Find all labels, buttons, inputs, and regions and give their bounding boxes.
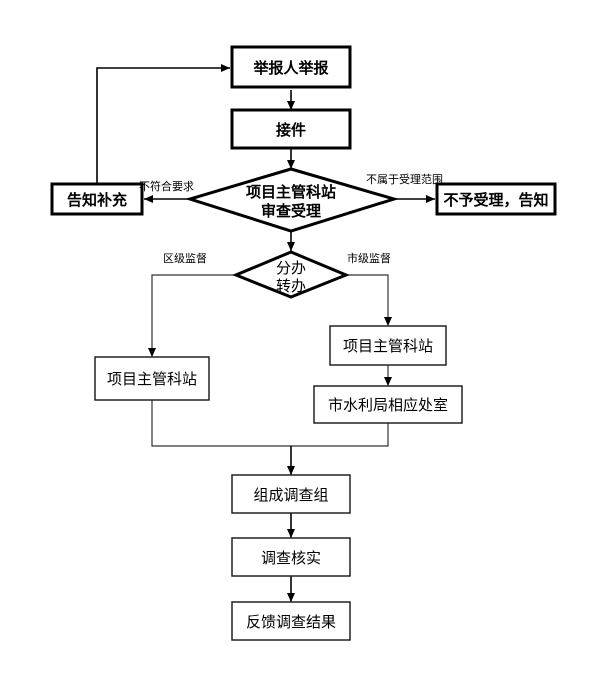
node-report-label: 举报人举报 (252, 59, 328, 77)
node-assign-label-2: 转办 (276, 277, 306, 295)
edge-supplement-back-to-report (96, 64, 230, 184)
node-verify-box (231, 537, 351, 577)
edge-assign-to-city (346, 274, 392, 326)
edge-bureau-merge (291, 423, 389, 447)
node-city-station-box (329, 325, 447, 366)
node-review-label-1: 项目主管科站 (246, 183, 336, 201)
node-district-station-box (94, 356, 210, 401)
edge-label-not-compliant: 不符合要求 (139, 179, 194, 193)
node-supplement-box (50, 182, 144, 216)
node-feedback-label: 反馈调查结果 (246, 613, 336, 631)
node-reject-box (435, 182, 557, 216)
node-feedback-box (231, 601, 351, 641)
edge-label-out-of-scope: 不属于受理范围 (366, 172, 443, 186)
node-report-box (230, 45, 352, 89)
node-reject-label: 不予受理，告知 (443, 191, 548, 209)
node-review-diamond (184, 167, 400, 233)
node-form-group-label: 组成调查组 (253, 486, 328, 504)
node-form-group-box (231, 474, 351, 514)
node-receive-box (230, 108, 352, 150)
edge-label-city-supervision: 市级监督 (347, 251, 391, 265)
edge-label-district-supervision: 区级监督 (163, 251, 207, 265)
node-assign-diamond (232, 250, 350, 299)
node-water-bureau-label: 市水利局相应处室 (328, 396, 448, 414)
edge-district-merge (151, 400, 291, 447)
node-receive-label: 接件 (276, 121, 306, 139)
node-review-label-2: 审查受理 (261, 202, 321, 220)
node-district-station-label: 项目主管科站 (107, 370, 197, 388)
node-verify-label: 调查核实 (261, 549, 321, 567)
node-supplement-label: 告知补充 (67, 191, 127, 209)
node-assign-label-1: 分办 (276, 259, 306, 277)
node-water-bureau-box (313, 385, 463, 424)
edge-assign-to-district (148, 274, 236, 357)
node-city-station-label: 项目主管科站 (343, 337, 433, 355)
